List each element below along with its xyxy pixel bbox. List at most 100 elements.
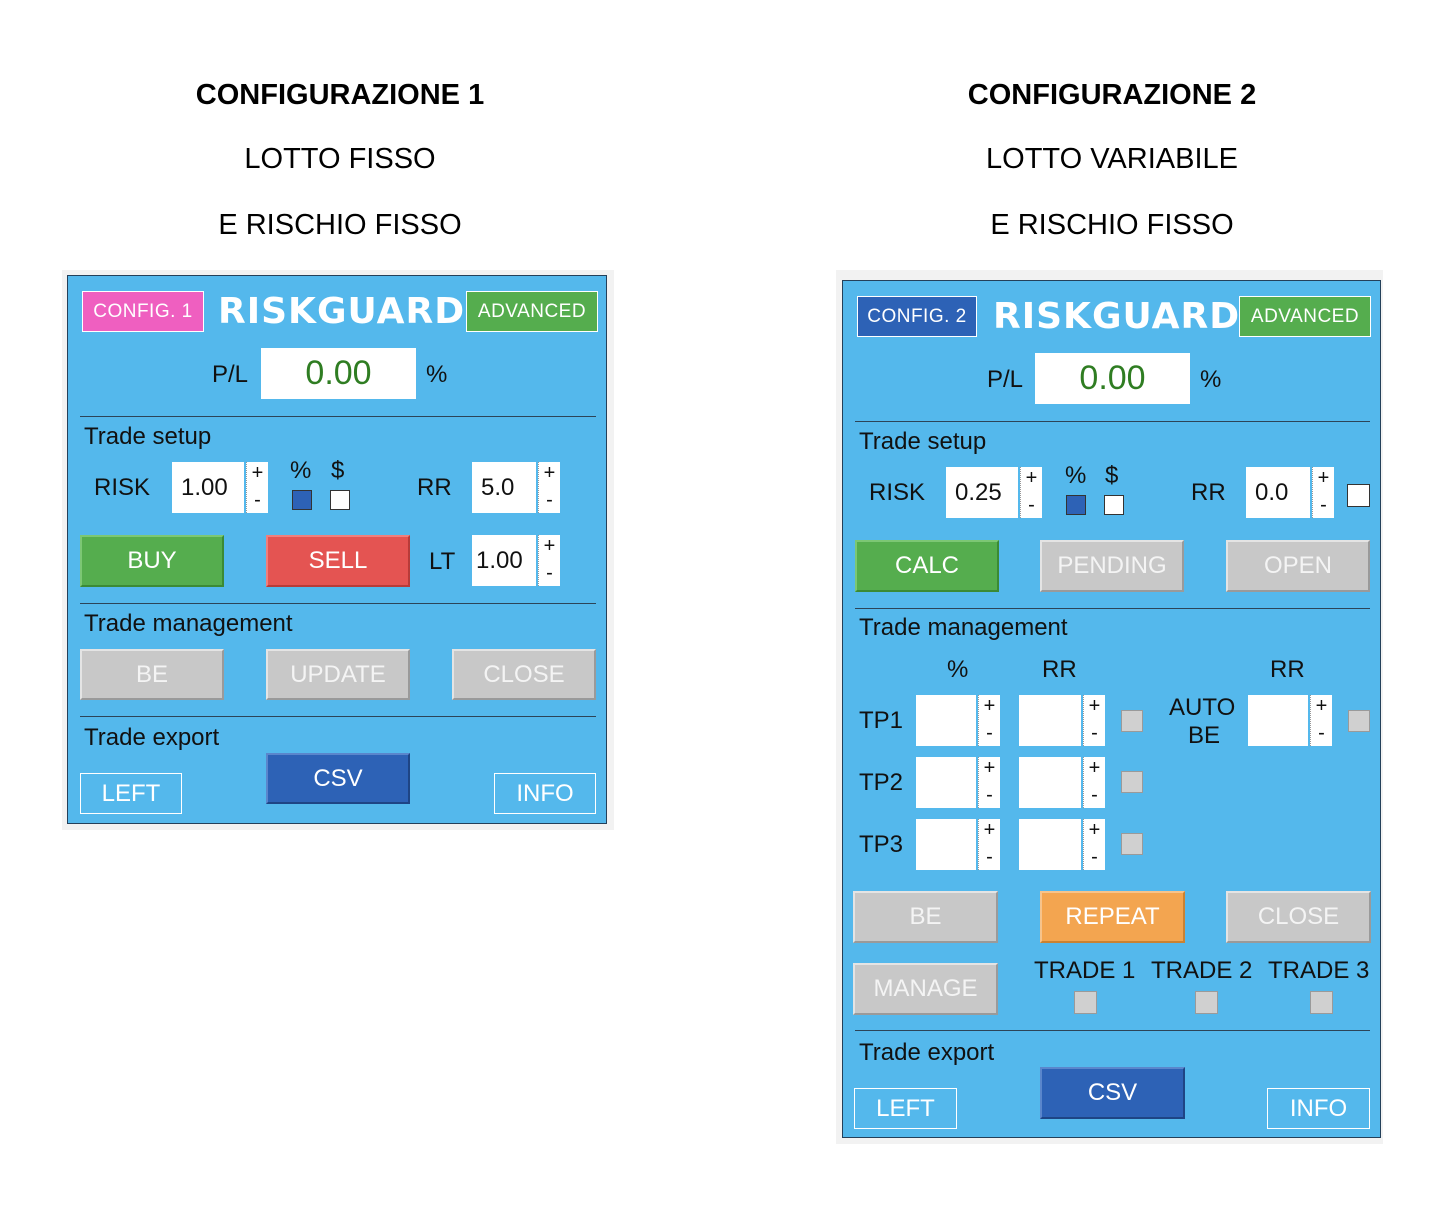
auto-be-stepper[interactable]: + - [1310, 695, 1332, 746]
left-button[interactable]: LEFT [80, 773, 182, 814]
pl-value: 0.00 [261, 348, 416, 399]
tp-rr-header: RR [1042, 656, 1077, 683]
rr-checkbox[interactable] [1347, 484, 1370, 507]
minus-icon[interactable]: - [546, 489, 553, 511]
lot-input[interactable]: 1.00 [472, 535, 536, 586]
close-button[interactable]: CLOSE [452, 649, 596, 700]
plus-icon[interactable]: + [1088, 757, 1101, 779]
risk-stepper[interactable]: + - [1020, 467, 1042, 518]
advanced-button[interactable]: ADVANCED [466, 291, 598, 332]
plus-icon[interactable]: + [1025, 467, 1038, 489]
tp3-rr-stepper[interactable]: + - [1083, 819, 1105, 870]
trade-management-label: Trade management [859, 614, 1068, 641]
pending-button[interactable]: PENDING [1040, 540, 1184, 592]
tp3-percent-input[interactable] [916, 819, 976, 870]
minus-icon[interactable]: - [546, 562, 553, 584]
tp1-percent-input[interactable] [916, 695, 976, 746]
risk-label: RISK [869, 479, 926, 506]
app-title: RISKGUARD [993, 296, 1241, 337]
plus-icon[interactable]: + [983, 695, 996, 717]
lot-label: LT [429, 548, 456, 575]
auto-be-checkbox[interactable] [1348, 710, 1370, 732]
plus-icon[interactable]: + [543, 535, 556, 557]
tp1-rr-stepper[interactable]: + - [1083, 695, 1105, 746]
plus-icon[interactable]: + [251, 462, 264, 484]
plus-icon[interactable]: + [983, 819, 996, 841]
dollar-checkbox[interactable] [1104, 495, 1124, 515]
tp2-percent-stepper[interactable]: + - [978, 757, 1000, 808]
plus-icon[interactable]: + [1088, 819, 1101, 841]
sell-button[interactable]: SELL [266, 535, 410, 587]
calc-button[interactable]: CALC [855, 540, 999, 592]
minus-icon[interactable]: - [1028, 494, 1035, 516]
rr-input[interactable]: 0.0 [1246, 467, 1310, 518]
minus-icon[interactable]: - [1318, 722, 1325, 744]
rr-stepper[interactable]: + - [1312, 467, 1334, 518]
minus-icon[interactable]: - [986, 846, 993, 868]
risk-input[interactable]: 1.00 [172, 462, 244, 513]
tp2-rr-stepper[interactable]: + - [1083, 757, 1105, 808]
plus-icon[interactable]: + [1317, 467, 1330, 489]
trade3-label: TRADE 3 [1268, 957, 1370, 984]
minus-icon[interactable]: - [1091, 722, 1098, 744]
minus-icon[interactable]: - [1091, 784, 1098, 806]
be-button[interactable]: BE [80, 649, 224, 700]
tp3-percent-stepper[interactable]: + - [978, 819, 1000, 870]
minus-icon[interactable]: - [254, 489, 261, 511]
trade3-checkbox[interactable] [1310, 991, 1333, 1014]
update-button[interactable]: UPDATE [266, 649, 410, 700]
tp3-rr-input[interactable] [1019, 819, 1081, 870]
minus-icon[interactable]: - [1320, 494, 1327, 516]
trade-management-label: Trade management [84, 610, 293, 637]
close-button[interactable]: CLOSE [1226, 891, 1371, 943]
minus-icon[interactable]: - [986, 784, 993, 806]
minus-icon[interactable]: - [1091, 846, 1098, 868]
open-button[interactable]: OPEN [1226, 540, 1370, 592]
plus-icon[interactable]: + [1315, 695, 1328, 717]
lot-stepper[interactable]: + - [538, 535, 560, 586]
info-button[interactable]: INFO [494, 773, 596, 814]
tp3-checkbox[interactable] [1121, 833, 1143, 855]
auto-be-input[interactable] [1248, 695, 1308, 746]
tp2-rr-input[interactable] [1019, 757, 1081, 808]
trade2-label: TRADE 2 [1151, 957, 1253, 984]
tp2-checkbox[interactable] [1121, 771, 1143, 793]
tp1-checkbox[interactable] [1121, 710, 1143, 732]
repeat-button[interactable]: REPEAT [1040, 891, 1185, 943]
tp1-percent-stepper[interactable]: + - [978, 695, 1000, 746]
be-button[interactable]: BE [853, 891, 998, 943]
manage-button[interactable]: MANAGE [853, 963, 998, 1015]
plus-icon[interactable]: + [543, 462, 556, 484]
config2-subtitle-2: E RISCHIO FISSO [990, 209, 1234, 241]
config-badge[interactable]: CONFIG. 1 [82, 291, 204, 332]
advanced-button[interactable]: ADVANCED [1239, 296, 1371, 337]
buy-button[interactable]: BUY [80, 535, 224, 587]
csv-button[interactable]: CSV [266, 753, 410, 804]
tp1-rr-input[interactable] [1019, 695, 1081, 746]
rr-stepper[interactable]: + - [538, 462, 560, 513]
percent-checkbox[interactable] [1066, 495, 1086, 515]
plus-icon[interactable]: + [983, 757, 996, 779]
percent-label: % [1065, 462, 1087, 489]
trade-export-label: Trade export [859, 1039, 995, 1066]
dollar-checkbox[interactable] [330, 490, 350, 510]
tp2-percent-input[interactable] [916, 757, 976, 808]
pl-label: P/L [212, 361, 249, 388]
divider [80, 416, 596, 417]
csv-button[interactable]: CSV [1040, 1067, 1185, 1119]
risk-input[interactable]: 0.25 [946, 467, 1018, 518]
auto-label: AUTO [1169, 694, 1236, 721]
tp-percent-header: % [947, 656, 969, 683]
info-button[interactable]: INFO [1267, 1088, 1370, 1129]
trade2-checkbox[interactable] [1195, 991, 1218, 1014]
trade1-checkbox[interactable] [1074, 991, 1097, 1014]
dollar-label: $ [1105, 462, 1119, 489]
rr-input[interactable]: 5.0 [472, 462, 536, 513]
plus-icon[interactable]: + [1088, 695, 1101, 717]
risk-stepper[interactable]: + - [246, 462, 268, 513]
config-badge[interactable]: CONFIG. 2 [857, 296, 977, 337]
divider [80, 603, 596, 604]
left-button[interactable]: LEFT [854, 1088, 957, 1129]
percent-checkbox[interactable] [292, 490, 312, 510]
minus-icon[interactable]: - [986, 722, 993, 744]
